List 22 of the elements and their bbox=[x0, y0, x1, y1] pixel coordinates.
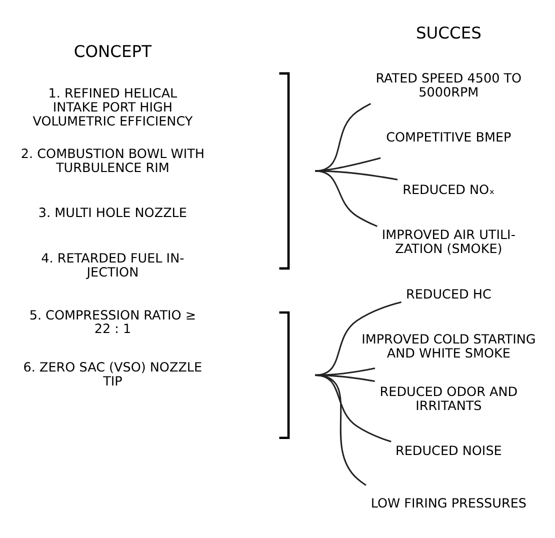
node-text: 1. REFINED HELICAL INTAKE PORT HIGH VOLUMETRIC EFFICIENCY bbox=[32, 86, 193, 130]
node-text: 5. COMPRESSION RATIO ≥ 22 : 1 bbox=[29, 308, 196, 338]
node-text: REDUCED NOISE bbox=[395, 444, 502, 460]
node-text: 3. MULTI HOLE NOZZLE bbox=[38, 206, 187, 222]
node-text: REDUCED HC bbox=[406, 287, 492, 302]
node-text: LOW FIRING PRESSURES bbox=[370, 496, 527, 512]
node-text: RATED SPEED 4500 TO 5000RPM bbox=[376, 72, 522, 100]
node-bracket bbox=[279, 311, 290, 440]
node-text: 6. ZERO SAC (VSO) NOZZLE TIP bbox=[23, 360, 202, 390]
label: SUCCES bbox=[416, 23, 482, 42]
connector bbox=[315, 374, 366, 486]
node-bracket bbox=[279, 72, 290, 270]
node-text: IMPROVED AIR UTILI- ZATION (SMOKE) bbox=[382, 228, 516, 258]
node-text: 4. RETARDED FUEL IN- JECTION bbox=[41, 251, 184, 280]
node-text: REDUCED NOₓ bbox=[402, 182, 495, 198]
connector bbox=[315, 170, 378, 228]
node-text: IMPROVED COLD STARTING AND WHITE SMOKE bbox=[362, 332, 536, 362]
connector bbox=[315, 170, 398, 180]
node-text: 2. COMBUSTION BOWL WITH TURBULENCE RIM bbox=[20, 146, 204, 176]
node-text: COMPETITIVE BMEP bbox=[386, 130, 512, 146]
node-text: REDUCED ODOR AND IRRITANTS bbox=[380, 384, 518, 414]
label: CONCEPT bbox=[74, 42, 152, 61]
